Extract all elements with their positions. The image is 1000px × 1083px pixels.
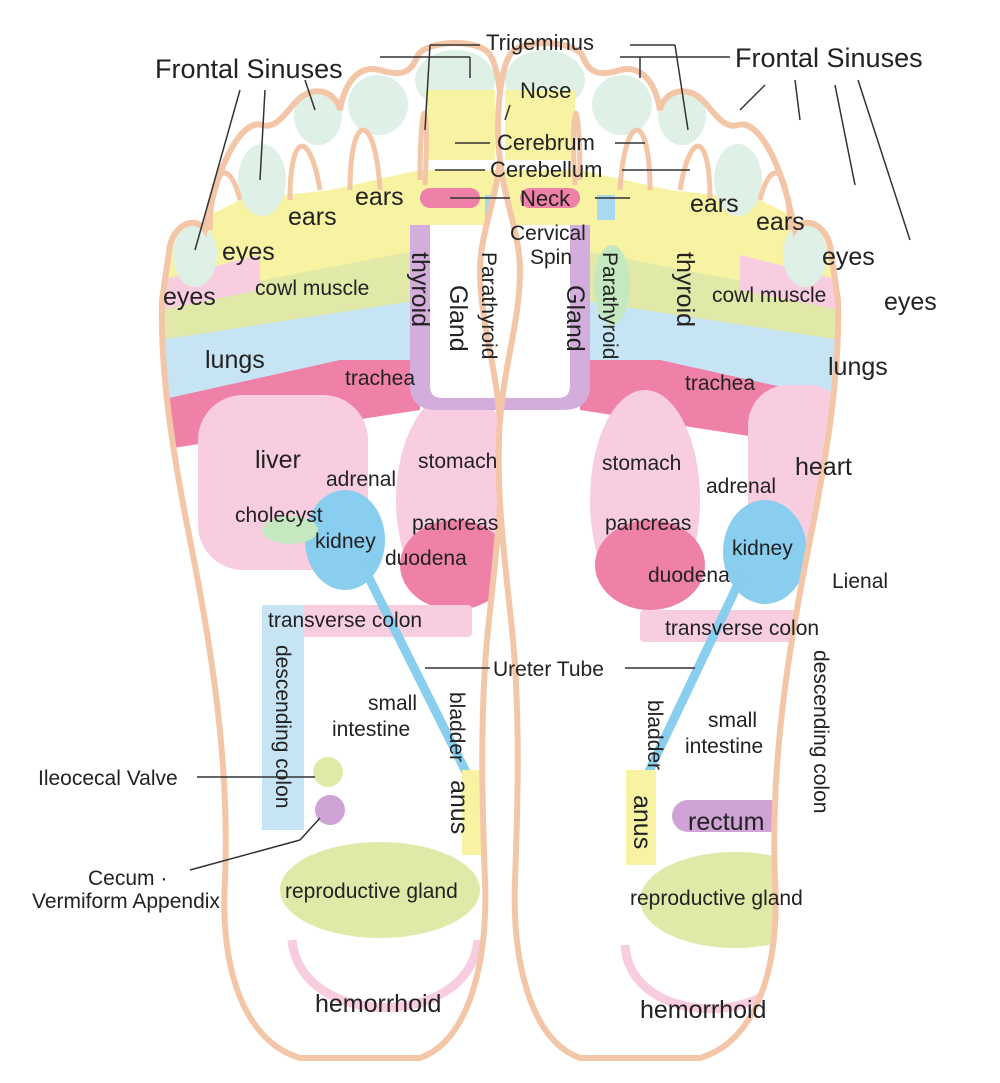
right-foot-zones	[498, 42, 839, 1059]
labels: Frontal Sinuses Frontal Sinuses Trigemin…	[32, 30, 937, 1024]
label-rectum: rectum	[688, 808, 764, 836]
label-descending-colon-left: descending colon	[271, 645, 294, 808]
label-eyes-right-2: eyes	[884, 288, 937, 316]
label-pancreas-right: pancreas	[605, 512, 691, 535]
label-stomach-right: stomach	[602, 452, 681, 475]
right-duodena-zone	[595, 520, 705, 610]
label-hemorrhoid-right: hemorrhoid	[640, 996, 766, 1024]
label-lungs-left: lungs	[205, 346, 265, 374]
right-toe-outlines	[571, 110, 793, 231]
label-heart: heart	[795, 453, 852, 481]
left-ureter-line	[360, 565, 480, 795]
right-cowl-muscle-zone	[580, 250, 839, 350]
label-cholecyst: cholecyst	[235, 504, 323, 527]
label-transverse-colon-left: transverse colon	[268, 609, 422, 632]
right-foot	[495, 40, 842, 1061]
label-cowl-muscle-left: cowl muscle	[255, 277, 369, 300]
label-eyes-left-1: eyes	[222, 238, 275, 266]
label-anus-left: anus	[445, 780, 473, 834]
left-cecum-dot	[315, 795, 345, 825]
label-hemorrhoid-left: hemorrhoid	[315, 990, 441, 1018]
label-small-left: small	[368, 692, 417, 715]
label-descending-colon-right: descending colon	[809, 650, 832, 813]
left-foot-zones	[161, 42, 502, 1059]
right-foot-outline	[495, 40, 842, 1061]
right-cervical-zone	[597, 195, 615, 220]
label-ears-right-2: ears	[756, 208, 805, 236]
label-thyroid-left: thyroid	[406, 252, 434, 327]
label-liver: liver	[255, 446, 301, 474]
label-nose: Nose	[520, 78, 571, 103]
label-trigeminus: Trigeminus	[486, 30, 594, 55]
leader-lines	[189, 44, 911, 871]
label-eyes-right-1: eyes	[822, 243, 875, 271]
label-kidney-right: kidney	[732, 537, 793, 560]
label-reproductive-gland-left: reproductive gland	[285, 880, 458, 903]
label-kidney-left: kidney	[315, 530, 376, 553]
label-ileocecal-valve: Ileocecal Valve	[38, 767, 178, 790]
label-lungs-right: lungs	[828, 353, 888, 381]
label-cerebellum: Cerebellum	[490, 157, 603, 182]
label-trachea-left: trachea	[345, 367, 415, 390]
label-transverse-colon-right: transverse colon	[665, 617, 819, 640]
label-cowl-muscle-right: cowl muscle	[712, 284, 826, 307]
left-cholecyst-zone	[262, 516, 318, 544]
label-cecum: Cecum ·	[88, 867, 167, 890]
left-ileocecal-dot	[313, 757, 343, 787]
left-transverse-colon-zone	[262, 605, 472, 637]
label-gland-left: Gland	[444, 285, 472, 352]
left-kidney-zone	[305, 490, 385, 590]
label-spin: Spin	[530, 246, 572, 269]
left-hemorrhoid-arc	[287, 939, 483, 1012]
left-foot-outline	[158, 40, 505, 1061]
label-parathyroid-left: Parathyroid	[477, 252, 500, 359]
label-duodena-right: duodena	[648, 564, 730, 587]
label-frontal-sinuses-right: Frontal Sinuses	[735, 43, 923, 73]
label-bladder-left: bladder	[445, 692, 468, 762]
left-reproductive-zone	[280, 842, 480, 938]
label-ureter-tube: Ureter Tube	[493, 658, 604, 681]
label-intestine-right: intestine	[685, 735, 763, 758]
label-stomach-left: stomach	[418, 450, 497, 473]
label-anus-right: anus	[628, 795, 656, 849]
label-thyroid-right: thyroid	[671, 252, 699, 327]
label-ears-left-1: ears	[355, 183, 404, 211]
label-trachea-right: trachea	[685, 372, 755, 395]
label-neck: Neck	[520, 186, 571, 211]
label-ears-left-2: ears	[288, 203, 337, 231]
label-intestine-left: intestine	[332, 718, 410, 741]
label-duodena-left: duodena	[385, 547, 467, 570]
label-adrenal-left: adrenal	[326, 468, 396, 491]
label-pancreas-left: pancreas	[412, 512, 498, 535]
label-parathyroid-right: Parathyroid	[598, 252, 621, 359]
right-parathyroid-zone	[594, 245, 630, 325]
label-bladder-right: bladder	[643, 700, 666, 770]
label-reproductive-gland-right: reproductive gland	[630, 887, 803, 910]
label-eyes-left-2: eyes	[163, 283, 216, 311]
right-anus-zone	[626, 770, 656, 865]
label-small-right: small	[708, 709, 757, 732]
label-gland-right: Gland	[561, 285, 589, 352]
label-adrenal-right: adrenal	[706, 475, 776, 498]
right-lungs-zone	[580, 300, 839, 410]
left-toe-outlines	[207, 110, 429, 231]
left-duodena-zone	[400, 520, 502, 610]
left-foot	[158, 40, 505, 1061]
label-vermiform-appendix: Vermiform Appendix	[32, 890, 220, 913]
label-lienal: Lienal	[832, 570, 888, 593]
label-ears-right-1: ears	[690, 190, 739, 218]
right-ureter-line	[635, 575, 745, 795]
label-frontal-sinuses-left: Frontal Sinuses	[155, 54, 343, 84]
left-descending-colon-zone	[262, 605, 304, 830]
left-cowl-muscle-zone	[161, 250, 420, 350]
left-lungs-zone	[161, 300, 420, 410]
label-cerebrum: Cerebrum	[497, 130, 595, 155]
right-neck-zone	[520, 188, 580, 208]
label-cervical: Cervical	[510, 222, 586, 245]
